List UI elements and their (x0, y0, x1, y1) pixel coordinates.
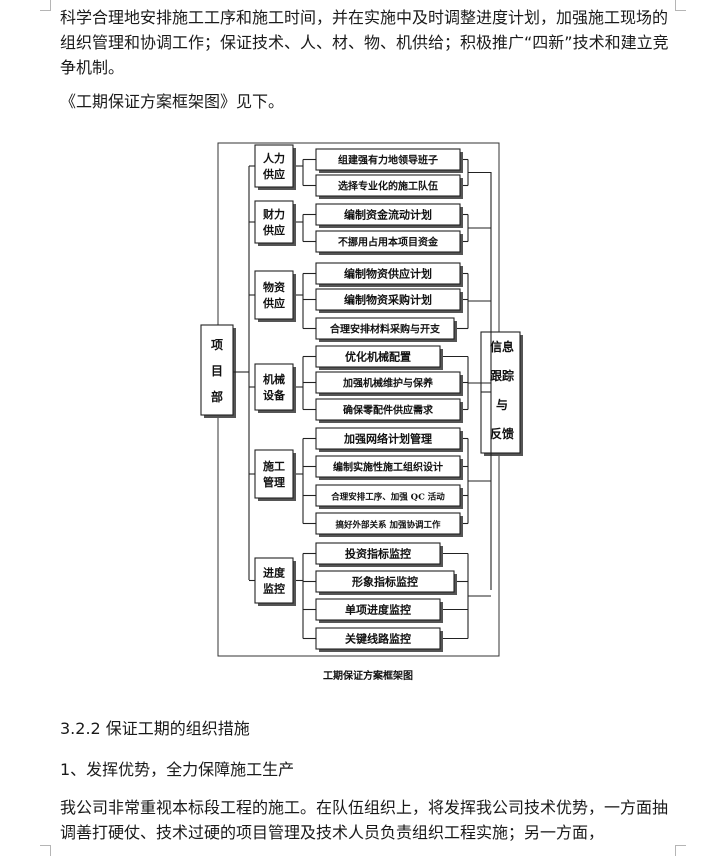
task-box-text: 关键线路监控 (345, 632, 411, 646)
subsection-heading-1: 1、发挥优势，全力保障施工生产 (60, 760, 295, 779)
node-info-tracking-feedback-label: 信息 (490, 339, 514, 354)
body-paragraph-intro: 科学合理地安排施工工序和施工时间，并在实施中及时调整进度计划，加强施工现场的组织… (60, 8, 669, 77)
task-box-text: 搞好外部关系 加强协调工作 (336, 520, 441, 531)
task-box-text: 编制物资采购计划 (344, 293, 432, 307)
task-box-text: 优化机械配置 (345, 350, 411, 364)
node-project-department-char: 目 (211, 364, 223, 378)
task-box-text: 形象指标监控 (352, 575, 418, 589)
node-info-tracking-feedback-label: 反馈 (490, 426, 514, 441)
group-label-box (254, 270, 294, 320)
task-box (315, 230, 461, 253)
task-box (315, 427, 461, 450)
diagram-reference-text: 《工期保证方案框架图》见下。 (60, 92, 285, 111)
task-box (315, 371, 461, 394)
task-box (315, 542, 441, 565)
page-corner-mark-bottom-left (40, 845, 51, 856)
section-heading-3-2-2: 3.2.2 保证工期的组织措施 (60, 719, 250, 738)
task-box (315, 398, 461, 421)
page-corner-mark-top-left (40, 0, 51, 11)
group-label-text: 物资 (263, 280, 285, 294)
task-box (315, 570, 455, 593)
diagram-caption: 工期保证方案框架图 (323, 669, 413, 682)
group-label-text: 供应 (262, 223, 285, 237)
group-label-text: 施工 (263, 459, 285, 473)
task-box-text: 投资指标监控 (345, 547, 411, 561)
task-box (315, 148, 461, 171)
group-label-text: 监控 (263, 582, 285, 596)
task-box-text: 编制资金流动计划 (344, 208, 432, 222)
task-box-text: 确保零配件供应需求 (343, 404, 434, 417)
group-label-text: 财力 (262, 207, 285, 221)
task-box (315, 484, 461, 507)
task-box (315, 262, 461, 285)
group-label-text: 供应 (262, 167, 285, 181)
group-label-box (254, 200, 294, 244)
node-info-tracking-feedback-label: 与 (496, 398, 508, 412)
node-info-tracking-feedback-label: 跟踪 (490, 368, 514, 383)
task-box-text: 单项进度监控 (345, 603, 411, 617)
task-box-text: 编制物资供应计划 (344, 267, 432, 281)
task-box-text: 不挪用占用本项目资金 (338, 236, 439, 249)
task-box (315, 455, 461, 478)
task-box-text: 组建强有力地领导班子 (338, 154, 438, 167)
group-label-text: 供应 (262, 296, 285, 310)
task-box (315, 345, 441, 368)
task-box (315, 512, 461, 535)
task-box (315, 288, 461, 311)
group-label-box (254, 363, 294, 411)
group-label-text: 人力 (263, 151, 285, 165)
task-box (315, 174, 461, 197)
task-box-text: 选择专业化的施工队伍 (338, 180, 438, 193)
node-project-department-char: 部 (211, 389, 223, 404)
task-box (315, 627, 441, 650)
page-corner-mark-bottom-right (675, 845, 686, 856)
task-box (315, 317, 455, 340)
group-label-box (254, 144, 294, 188)
task-box-text: 加强机械维护与保养 (342, 377, 434, 390)
task-box (315, 203, 461, 226)
page-corner-mark-top-right (675, 0, 686, 11)
task-box-text: 合理安排工序、加强 QC 活动 (330, 492, 445, 503)
group-label-text: 管理 (263, 475, 285, 489)
group-label-text: 机械 (263, 372, 285, 386)
task-box-text: 加强网络计划管理 (343, 432, 432, 446)
node-project-department-char: 项 (211, 338, 223, 352)
task-box-text: 合理安排材料采购与开支 (329, 323, 441, 336)
group-label-text: 设备 (263, 388, 286, 402)
node-project-department (200, 324, 234, 416)
group-label-text: 进度 (263, 566, 286, 580)
task-box (315, 598, 441, 621)
body-paragraph-organization: 我公司非常重视本标段工程的施工。在队伍组织上，将发挥我公司技术优势，一方面抽调善… (60, 798, 669, 842)
task-box-text: 编制实施性施工组织设计 (333, 461, 443, 474)
group-label-box (254, 557, 294, 604)
group-label-box (254, 449, 294, 499)
